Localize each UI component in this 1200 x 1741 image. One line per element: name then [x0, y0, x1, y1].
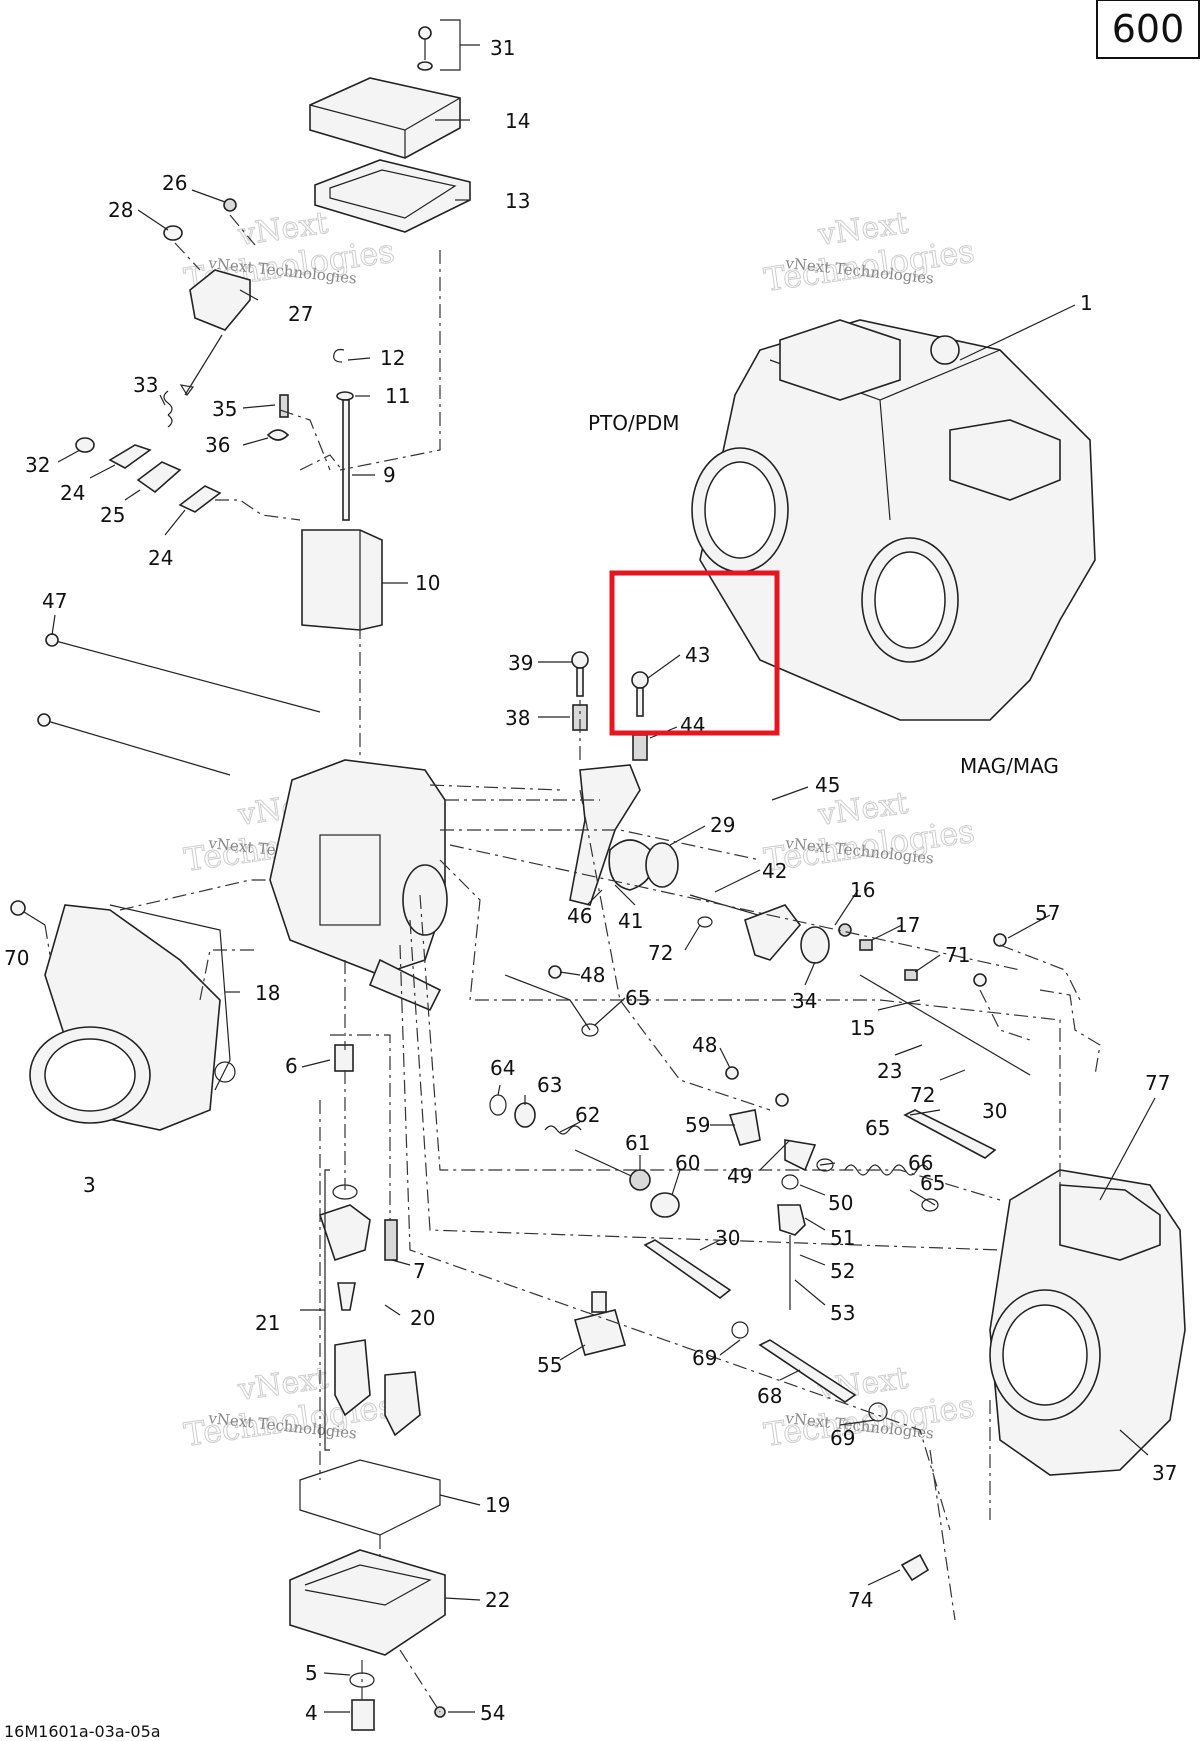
drawing-code: 16M1601a-03a-05a — [4, 1722, 161, 1741]
callout-62: 62 — [575, 1103, 600, 1127]
callout-68: 68 — [757, 1384, 782, 1408]
callout-65c: 65 — [920, 1171, 945, 1195]
callout-65b: 65 — [865, 1116, 890, 1140]
callout-74: 74 — [848, 1588, 873, 1612]
callout-29: 29 — [710, 813, 735, 837]
callout-45: 45 — [815, 773, 840, 797]
callout-49: 49 — [727, 1164, 752, 1188]
callout-22: 22 — [485, 1588, 510, 1612]
callout-72a: 72 — [648, 941, 673, 965]
callout-38: 38 — [505, 706, 530, 730]
callout-17: 17 — [895, 913, 920, 937]
section-label-pto: PTO/PDM — [588, 411, 679, 435]
callout-23: 23 — [877, 1059, 902, 1083]
callout-48b: 48 — [692, 1033, 717, 1057]
callout-77: 77 — [1145, 1071, 1170, 1095]
callout-labels: 31 14 13 26 28 27 1 33 12 11 35 9 36 32 … — [4, 36, 1177, 1725]
callout-61: 61 — [625, 1131, 650, 1155]
callout-18: 18 — [255, 981, 280, 1005]
callout-47: 47 — [42, 589, 67, 613]
callout-57: 57 — [1035, 901, 1060, 925]
callout-5: 5 — [305, 1661, 318, 1685]
callout-71: 71 — [945, 943, 970, 967]
callout-53: 53 — [830, 1301, 855, 1325]
callout-66: 66 — [908, 1151, 933, 1175]
callout-50: 50 — [828, 1191, 853, 1215]
callout-3: 3 — [83, 1173, 96, 1197]
callout-65a: 65 — [625, 986, 650, 1010]
callout-9: 9 — [383, 463, 396, 487]
callout-42: 42 — [762, 859, 787, 883]
callout-52: 52 — [830, 1259, 855, 1283]
callout-41: 41 — [618, 909, 643, 933]
callout-59: 59 — [685, 1113, 710, 1137]
parts-artwork — [10, 19, 1186, 1731]
callout-51: 51 — [830, 1226, 855, 1250]
callout-60: 60 — [675, 1151, 700, 1175]
callout-55: 55 — [537, 1353, 562, 1377]
callout-6: 6 — [285, 1054, 298, 1078]
callout-32: 32 — [25, 453, 50, 477]
callout-10: 10 — [415, 571, 440, 595]
callout-24b: 24 — [148, 546, 173, 570]
callout-leaders — [51, 119, 1156, 1713]
callout-54: 54 — [480, 1701, 505, 1725]
callout-30a: 30 — [982, 1099, 1007, 1123]
callout-1: 1 — [1080, 291, 1093, 315]
callout-34: 34 — [792, 989, 817, 1013]
callout-36: 36 — [205, 433, 230, 457]
callout-31: 31 — [490, 36, 515, 60]
callout-69a: 69 — [692, 1346, 717, 1370]
callout-26: 26 — [162, 171, 187, 195]
callout-72b: 72 — [910, 1083, 935, 1107]
page-number: 600 — [1112, 7, 1185, 51]
callout-30b: 30 — [715, 1226, 740, 1250]
callout-33: 33 — [133, 373, 158, 397]
page-number-box: 600 — [1096, 0, 1200, 59]
callout-69b: 69 — [830, 1426, 855, 1450]
callout-19: 19 — [485, 1493, 510, 1517]
callout-48a: 48 — [580, 963, 605, 987]
callout-13: 13 — [505, 189, 530, 213]
callout-21: 21 — [255, 1311, 280, 1335]
callout-39: 39 — [508, 651, 533, 675]
callout-27: 27 — [288, 302, 313, 326]
callout-11: 11 — [385, 384, 410, 408]
callout-63: 63 — [537, 1073, 562, 1097]
callout-70: 70 — [4, 946, 29, 970]
section-label-mag: MAG/MAG — [960, 754, 1059, 778]
callout-7: 7 — [413, 1259, 426, 1283]
callout-28: 28 — [108, 198, 133, 222]
callout-25: 25 — [100, 503, 125, 527]
callout-64: 64 — [490, 1056, 515, 1080]
callout-12: 12 — [380, 346, 405, 370]
callout-37: 37 — [1152, 1461, 1177, 1485]
callout-46: 46 — [567, 904, 592, 928]
highlight-box — [609, 570, 780, 736]
callout-20: 20 — [410, 1306, 435, 1330]
callout-14: 14 — [505, 109, 530, 133]
callout-16: 16 — [850, 878, 875, 902]
callout-35: 35 — [212, 397, 237, 421]
callout-15: 15 — [850, 1016, 875, 1040]
callout-4: 4 — [305, 1701, 318, 1725]
callout-24a: 24 — [60, 481, 85, 505]
callout-43: 43 — [685, 643, 710, 667]
